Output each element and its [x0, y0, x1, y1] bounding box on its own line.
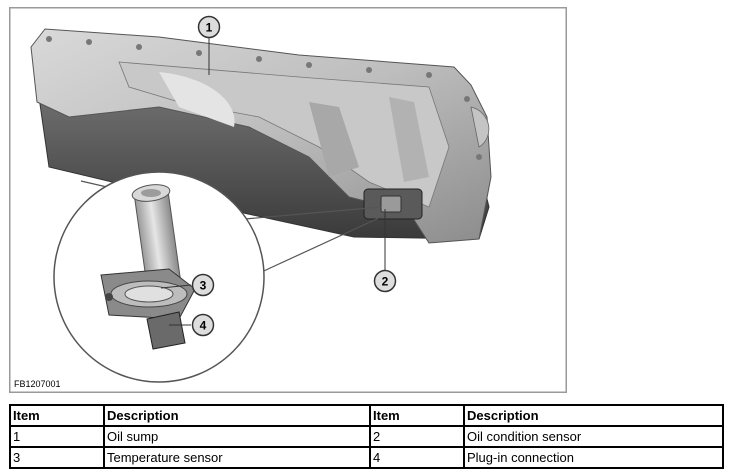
- header-item: Item: [369, 404, 465, 427]
- item-number: 1: [9, 425, 105, 448]
- svg-text:1: 1: [206, 21, 213, 35]
- oil-sump-part: [30, 28, 492, 244]
- figure-code: FB1207001: [14, 379, 61, 389]
- item-number: 3: [9, 446, 105, 469]
- callout-leaders: [160, 37, 386, 326]
- item-description: Plug-in connection: [463, 446, 724, 469]
- callout-4: 4: [191, 313, 215, 337]
- legend-table: Item Description Item Description 1 Oil …: [9, 404, 724, 469]
- legend-header-row: Item Description Item Description: [9, 404, 724, 427]
- callout-2: 2: [373, 269, 397, 293]
- table-row: 1 Oil sump 2 Oil condition sensor: [9, 425, 724, 448]
- svg-text:2: 2: [382, 275, 389, 289]
- item-number: 4: [369, 446, 465, 469]
- header-item: Item: [9, 404, 105, 427]
- item-description: Oil condition sensor: [463, 425, 724, 448]
- header-description: Description: [103, 404, 371, 427]
- diagram-figure: 1 2 3 4 FB1207001: [9, 7, 567, 393]
- callout-3: 3: [191, 273, 215, 297]
- item-number: 2: [369, 425, 465, 448]
- oil-condition-sensor-detail: [100, 184, 196, 350]
- callout-1: 1: [197, 15, 221, 39]
- svg-text:3: 3: [200, 279, 207, 293]
- oil-sump-illustration: 1 2 3 4 FB1207001: [9, 7, 567, 393]
- svg-text:4: 4: [200, 319, 207, 333]
- table-row: 3 Temperature sensor 4 Plug-in connectio…: [9, 446, 724, 469]
- item-description: Oil sump: [103, 425, 371, 448]
- item-description: Temperature sensor: [103, 446, 371, 469]
- header-description: Description: [463, 404, 724, 427]
